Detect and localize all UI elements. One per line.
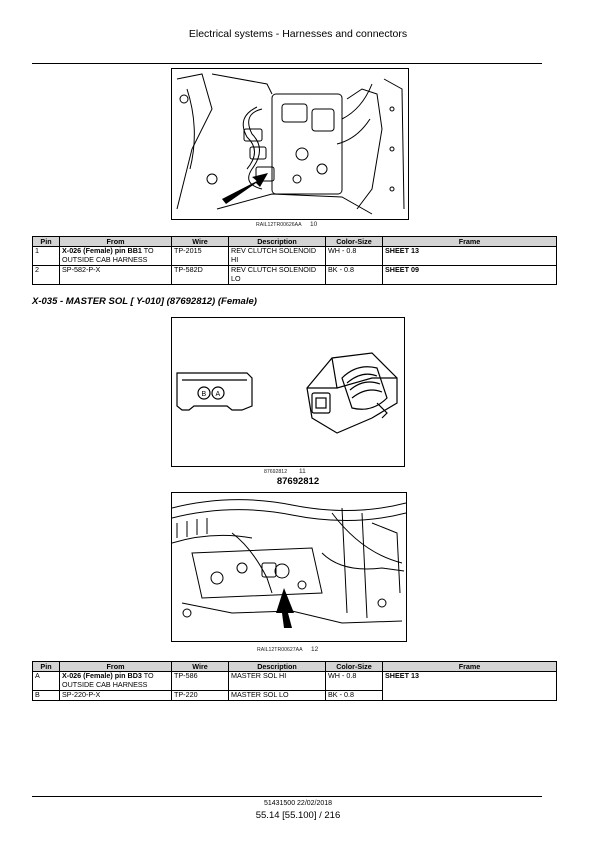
footer-page-number: 55.14 [55.100] / 216 (255, 810, 341, 821)
col-from: From (59, 661, 172, 672)
pin-table-1: Pin From Wire Description Color-Size Fra… (32, 236, 557, 285)
cell-color-size: BK - 0.8 (325, 690, 383, 701)
connector-illustration: B A (176, 352, 398, 434)
cell-from: X-026 (Female) pin BD3 TO OUTSIDE CAB HA… (59, 671, 172, 691)
col-color-size: Color-Size (325, 236, 383, 247)
pin-table-2: Pin From Wire Description Color-Size Fra… (32, 661, 557, 701)
cell-color-size: WH - 0.8 (325, 671, 383, 691)
footer-document-id: 51431500 22/02/2018 (263, 800, 333, 807)
cell-frame: SHEET 13 (382, 671, 557, 701)
cell-wire: TP-220 (171, 690, 229, 701)
from-destination: TO OUTSIDE CAB HARNESS (62, 671, 154, 689)
col-description: Description (228, 661, 326, 672)
cell-from: X-026 (Female) pin BB1 TO OUTSIDE CAB HA… (59, 246, 172, 266)
table-row: A X-026 (Female) pin BD3 TO OUTSIDE CAB … (32, 671, 557, 701)
cell-description: MASTER SOL LO (228, 690, 326, 701)
from-destination: TO OUTSIDE CAB HARNESS (62, 246, 154, 264)
col-from: From (59, 236, 172, 247)
col-frame: Frame (382, 661, 557, 672)
cell-frame: SHEET 09 (382, 265, 557, 285)
cell-pin: A (32, 671, 60, 691)
figure-10-number: 10 (310, 221, 318, 228)
pin-b-label: B (202, 391, 207, 398)
cell-frame: SHEET 13 (382, 246, 557, 266)
figure-12-number: 12 (311, 646, 319, 653)
cell-from: SP-220-P-X (59, 690, 172, 701)
col-pin: Pin (32, 236, 60, 247)
pointer-arrow (276, 588, 294, 628)
transmission-valve-illustration (172, 69, 408, 219)
cell-color-size: WH - 0.8 (325, 246, 383, 266)
table-row: 2 SP-582-P-X TP-582D REV CLUTCH SOLENOID… (32, 265, 557, 285)
figure-10-photo (171, 68, 409, 220)
from-destination: SP-220-P-X (62, 690, 101, 699)
table-row: 1 X-026 (Female) pin BB1 TO OUTSIDE CAB … (32, 246, 557, 266)
figure-11-number: 11 (299, 468, 306, 475)
figure-12-photo (171, 492, 407, 642)
cell-description: MASTER SOL HI (228, 671, 326, 691)
cell-wire: TP-582D (171, 265, 229, 285)
col-wire: Wire (171, 661, 229, 672)
master-solenoid-location-illustration (172, 499, 406, 628)
col-color-size: Color-Size (325, 661, 383, 672)
cell-pin: 1 (32, 246, 60, 266)
col-wire: Wire (171, 236, 229, 247)
table-header-row: Pin From Wire Description Color-Size Fra… (32, 236, 557, 247)
cell-pin: 2 (32, 265, 60, 285)
figure-11-caption: 87692812 (264, 469, 288, 475)
table-header-row: Pin From Wire Description Color-Size Fra… (32, 661, 557, 672)
cell-from: SP-582-P-X (59, 265, 172, 285)
cell-description: REV CLUTCH SOLENOID HI (228, 246, 326, 266)
pin-a-label: A (216, 391, 221, 398)
from-connector: X-026 (Female) pin BD3 (62, 671, 142, 680)
part-number-label: 87692812 (276, 476, 320, 487)
header-rule (32, 63, 542, 64)
col-pin: Pin (32, 661, 60, 672)
figure-11-connector-drawing: B A (171, 317, 405, 467)
section-title: X-035 - MASTER SOL [ Y-010] (87692812) (… (32, 296, 257, 307)
cell-color-size: BK - 0.8 (325, 265, 383, 285)
footer-rule (32, 796, 542, 797)
from-destination: SP-582-P-X (62, 265, 101, 274)
from-connector: X-026 (Female) pin BB1 (62, 246, 142, 255)
figure-12-caption: RAIL12TR00627AA (257, 647, 303, 653)
table-row: B SP-220-P-X TP-220 MASTER SOL LO BK - 0… (32, 690, 557, 701)
cell-description: REV CLUTCH SOLENOID LO (228, 265, 326, 285)
col-frame: Frame (382, 236, 557, 247)
cell-wire: TP-586 (171, 671, 229, 691)
cell-pin: B (32, 690, 60, 701)
pointer-arrow (222, 173, 268, 204)
cell-wire: TP-2015 (171, 246, 229, 266)
page-header-title: Electrical systems - Harnesses and conne… (188, 28, 408, 40)
col-description: Description (228, 236, 326, 247)
figure-10-caption: RAIL12TR00626AA (256, 222, 302, 228)
